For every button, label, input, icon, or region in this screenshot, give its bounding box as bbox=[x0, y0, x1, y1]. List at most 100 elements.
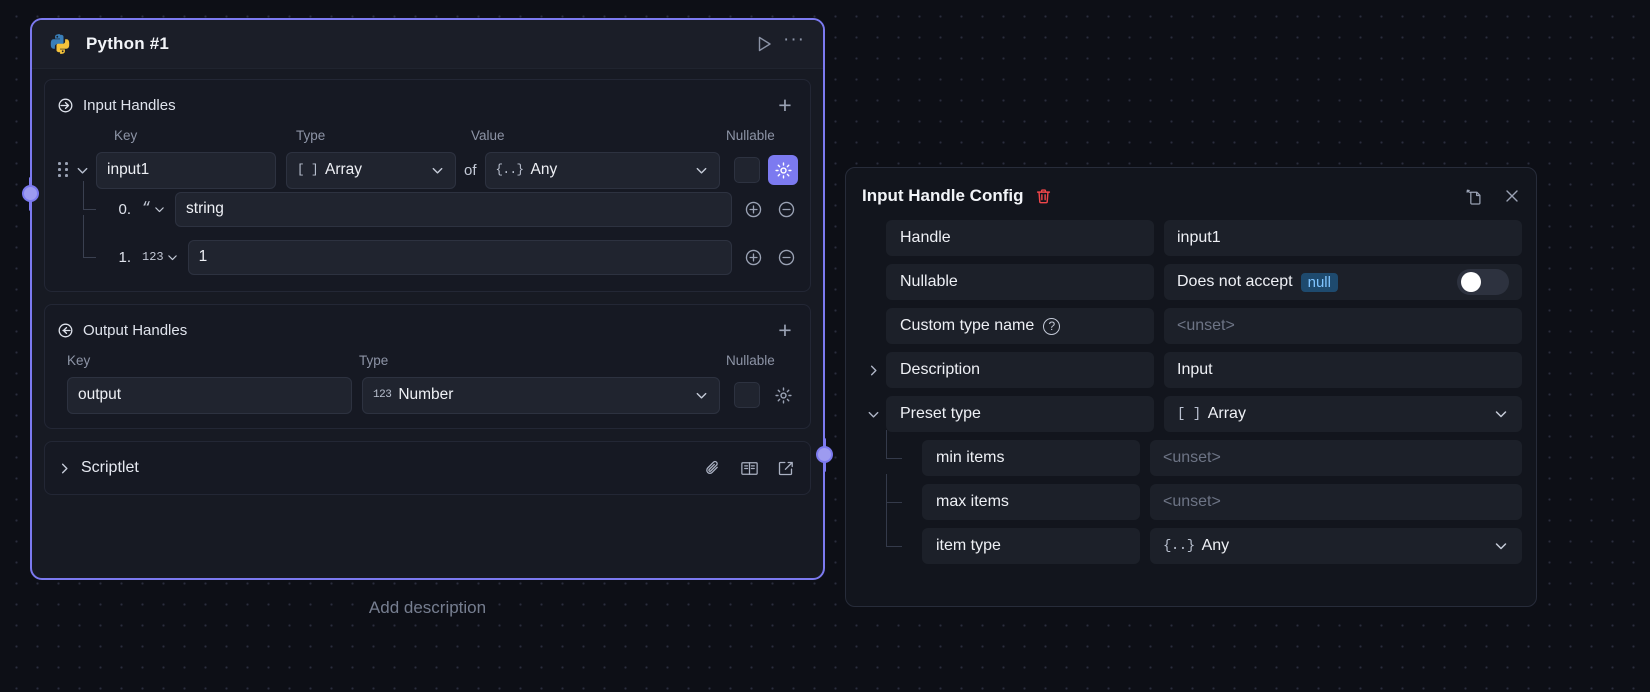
config-row-description: Description Input bbox=[860, 352, 1522, 388]
config-label-item-type: item type bbox=[922, 528, 1140, 564]
add-description-button[interactable]: Add description bbox=[368, 598, 487, 617]
plus-circle-icon[interactable] bbox=[741, 197, 765, 221]
chevron-right-icon[interactable] bbox=[57, 461, 72, 476]
config-value-custom-type-name[interactable]: <unset> bbox=[1164, 308, 1522, 344]
input-key-field[interactable]: input1 bbox=[96, 151, 276, 189]
item-index: 0. bbox=[118, 200, 131, 218]
book-icon[interactable] bbox=[739, 458, 760, 479]
config-label-handle: Handle bbox=[886, 220, 1154, 256]
paperclip-icon[interactable] bbox=[703, 458, 723, 479]
output-handles-panel: Output Handles + Key Type Nullable outpu… bbox=[44, 304, 811, 429]
config-panel-title: Input Handle Config bbox=[862, 186, 1024, 205]
any-type-badge: {..} bbox=[495, 163, 525, 177]
input-columns-header: Key Type Value Nullable bbox=[57, 124, 798, 146]
config-value-description[interactable]: Input bbox=[1164, 352, 1522, 388]
output-type-select[interactable]: 123 Number bbox=[362, 376, 720, 414]
detach-document-icon[interactable] bbox=[1463, 186, 1484, 207]
plus-circle-icon[interactable] bbox=[741, 245, 765, 269]
more-options-icon[interactable]: ··· bbox=[783, 29, 805, 50]
chevron-down-icon bbox=[694, 163, 709, 178]
node-body: Input Handles + Key Type Value Nullable … bbox=[32, 69, 823, 495]
help-icon[interactable]: ? bbox=[1043, 317, 1061, 335]
config-value-min-items[interactable]: <unset> bbox=[1150, 440, 1522, 476]
external-link-icon[interactable] bbox=[776, 458, 796, 479]
close-icon[interactable] bbox=[1502, 186, 1522, 206]
input-handle-config-panel: Input Handle Config bbox=[845, 167, 1537, 607]
tree-connector bbox=[860, 430, 922, 476]
item-value-field[interactable]: string bbox=[175, 191, 732, 227]
array-item-row: 0. “ string bbox=[57, 181, 798, 229]
tree-connector bbox=[860, 474, 922, 520]
item-type-chip[interactable]: 123 bbox=[142, 250, 179, 264]
item-value-field[interactable]: 1 bbox=[187, 239, 732, 275]
string-type-badge: “ bbox=[142, 200, 152, 217]
minus-circle-icon[interactable] bbox=[774, 245, 798, 269]
node-title: Python #1 bbox=[86, 34, 170, 53]
output-key-field[interactable]: output bbox=[67, 376, 352, 414]
item-index: 1. bbox=[118, 248, 131, 266]
config-row-handle: Handle input1 bbox=[860, 220, 1522, 256]
array-type-badge: [ ] bbox=[297, 163, 319, 177]
trash-icon[interactable] bbox=[1034, 187, 1053, 206]
chevron-down-icon bbox=[1493, 538, 1509, 554]
config-row-nullable: Nullable Does not accept null bbox=[860, 264, 1522, 300]
any-type-badge: {..} bbox=[1163, 538, 1195, 554]
config-value-handle[interactable]: input1 bbox=[1164, 220, 1522, 256]
config-value-max-items[interactable]: <unset> bbox=[1150, 484, 1522, 520]
add-output-handle-button[interactable]: + bbox=[778, 317, 792, 343]
scriptlet-actions bbox=[703, 458, 796, 479]
preset-type-value: Array bbox=[1207, 405, 1246, 422]
column-type: Type bbox=[296, 127, 326, 143]
config-value-preset-type[interactable]: [ ] Array bbox=[1164, 396, 1522, 432]
config-label-min-items: min items bbox=[922, 440, 1140, 476]
nullable-description: Does not accept bbox=[1177, 273, 1293, 290]
gear-icon[interactable] bbox=[768, 380, 798, 410]
node-header[interactable]: Python #1 ··· bbox=[32, 20, 823, 69]
minus-circle-icon[interactable] bbox=[774, 197, 798, 221]
column-nullable: Nullable bbox=[726, 127, 775, 143]
input-value-type-select[interactable]: {..} Any bbox=[484, 151, 720, 189]
output-handle-row: output 123 Number bbox=[57, 376, 798, 414]
output-arrow-icon bbox=[57, 322, 74, 339]
config-value-item-type[interactable]: {..} Any bbox=[1150, 528, 1522, 564]
output-connector-handle[interactable] bbox=[816, 446, 833, 463]
config-panel-header: Input Handle Config bbox=[860, 180, 1522, 212]
config-row-preset-type: Preset type [ ] Array bbox=[860, 396, 1522, 432]
output-nullable-checkbox[interactable] bbox=[734, 382, 760, 408]
output-handles-header: Output Handles + bbox=[57, 315, 798, 345]
scriptlet-title: Scriptlet bbox=[81, 459, 139, 476]
chevron-down-icon[interactable] bbox=[860, 407, 886, 422]
config-label-max-items: max items bbox=[922, 484, 1140, 520]
chevron-right-icon[interactable] bbox=[860, 363, 886, 378]
play-icon[interactable] bbox=[749, 29, 779, 59]
tree-connector bbox=[57, 215, 109, 277]
chevron-down-icon bbox=[1493, 406, 1509, 422]
python-node[interactable]: Python #1 ··· Input Handles bbox=[22, 18, 833, 580]
custom-type-name-text: Custom type name bbox=[900, 317, 1035, 334]
config-label-custom-type-name: Custom type name ? bbox=[886, 308, 1154, 344]
config-label-nullable: Nullable bbox=[886, 264, 1154, 300]
item-type-chip[interactable]: “ bbox=[142, 200, 166, 217]
column-key: Key bbox=[114, 127, 138, 143]
add-input-handle-button[interactable]: + bbox=[778, 92, 792, 118]
chevron-down-icon bbox=[430, 163, 445, 178]
gear-icon[interactable] bbox=[768, 155, 798, 185]
column-nullable: Nullable bbox=[726, 352, 775, 368]
input-value-type: Any bbox=[530, 161, 558, 178]
input-type-select[interactable]: [ ] Array bbox=[286, 151, 456, 189]
config-subrow-item-type: item type {..} Any bbox=[860, 480, 1522, 564]
config-label-description: Description bbox=[886, 352, 1154, 388]
config-subrow-min-items: min items <unset> bbox=[860, 430, 1522, 476]
scriptlet-section[interactable]: Scriptlet bbox=[44, 441, 811, 495]
drag-grip-icon[interactable] bbox=[57, 162, 70, 178]
input-handles-title: Input Handles bbox=[83, 96, 176, 114]
nullable-toggle[interactable] bbox=[1457, 269, 1509, 295]
chevron-down-icon[interactable] bbox=[72, 160, 92, 180]
input-nullable-checkbox[interactable] bbox=[734, 157, 760, 183]
input-connector-handle[interactable] bbox=[22, 185, 39, 202]
column-value: Value bbox=[471, 127, 505, 143]
column-type: Type bbox=[359, 352, 389, 368]
number-type-badge: 123 bbox=[142, 250, 164, 264]
input-handles-panel: Input Handles + Key Type Value Nullable … bbox=[44, 79, 811, 292]
